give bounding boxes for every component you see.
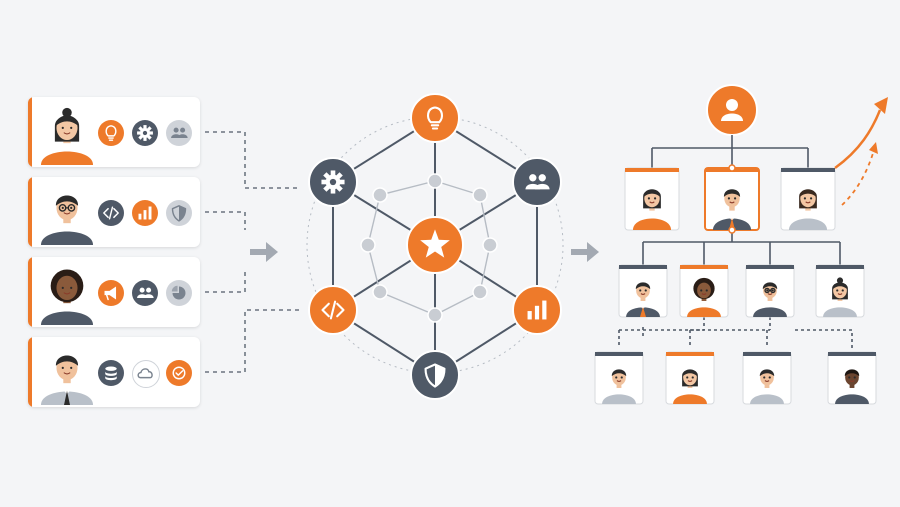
skill-badge [166,280,192,306]
card-accent-bar [28,337,32,407]
avatar [626,282,660,317]
network-boundary [306,116,564,374]
network-minor-node [427,173,443,189]
database-icon [105,366,117,381]
network-node [410,350,460,400]
flow-arrow-icon [250,242,278,262]
avatar [602,369,636,404]
skill-badge [132,360,160,388]
avatar [823,277,857,317]
card-connector [205,211,246,230]
org-manager-card [704,164,760,234]
shield-icon [424,363,446,388]
org-manager-card [780,167,836,231]
pie-chart-icon [171,285,186,300]
network-minor-node [360,237,376,253]
network-minor-node [472,284,488,300]
skill-badge [98,280,124,306]
avatar [673,369,707,404]
skill-badge [98,360,124,386]
megaphone-icon [104,286,117,301]
org-member-card [594,351,644,405]
card-connector [205,131,300,189]
check-circle-icon [172,366,186,380]
card-accent-bar [28,257,32,327]
card-accent-bar [28,177,32,247]
network-minor-node [427,307,443,323]
network-minor-node [482,237,498,253]
org-team-lead-card [618,264,668,318]
avatar [40,269,94,325]
avatar [712,189,752,230]
team-member-card [28,97,200,167]
avatar [788,189,828,230]
card-connector [205,309,300,373]
org-member-card [742,351,792,405]
network-minor-node [372,187,388,203]
network-node [512,285,562,335]
skill-badge [166,360,192,386]
bar-chart-icon [138,206,152,220]
network-node [410,93,460,143]
avatar [40,107,94,165]
network-node [512,157,562,207]
team-member-card [28,177,200,247]
avatar [40,355,94,405]
skill-badge [132,200,158,226]
avatar [750,369,784,404]
skill-badge [166,200,192,226]
avatar [687,277,721,317]
avatar [632,189,672,230]
avatar [753,282,787,317]
star-icon [420,229,450,258]
network-node [308,157,358,207]
gear-icon [137,125,153,141]
trend-up-arrow-icon [834,97,888,206]
org-team-lead-card [815,264,865,318]
org-connectors [618,135,853,348]
org-team-lead-card [745,264,795,318]
bar-chart-icon [527,300,547,320]
users-icon [171,127,188,139]
cloud-icon [137,368,153,379]
org-manager-card [624,167,680,231]
code-icon [103,206,119,220]
org-team-lead-card [679,264,729,318]
flow-arrow-icon [571,242,599,262]
card-accent-bar [28,97,32,167]
network-center-node [406,216,464,274]
gear-icon [321,170,345,194]
avatar [40,195,94,245]
skill-badge [98,120,124,146]
org-root-node [706,84,758,136]
network-minor-node [372,284,388,300]
skill-badge [98,200,124,226]
card-connector [205,268,246,293]
team-member-card [28,257,200,327]
avatar [835,369,869,404]
org-member-card [827,351,877,405]
org-member-card [665,351,715,405]
skill-badge [166,120,192,146]
user-icon [721,99,743,121]
skill-badge [132,120,158,146]
lightbulb-icon [427,106,443,130]
code-icon [321,300,345,320]
network-minor-node [472,187,488,203]
shield-icon [171,205,187,222]
lightbulb-icon [105,125,117,141]
network-node [308,285,358,335]
users-icon [525,174,550,190]
skill-badge [132,280,158,306]
users-icon [137,287,154,299]
team-member-card [28,337,200,407]
